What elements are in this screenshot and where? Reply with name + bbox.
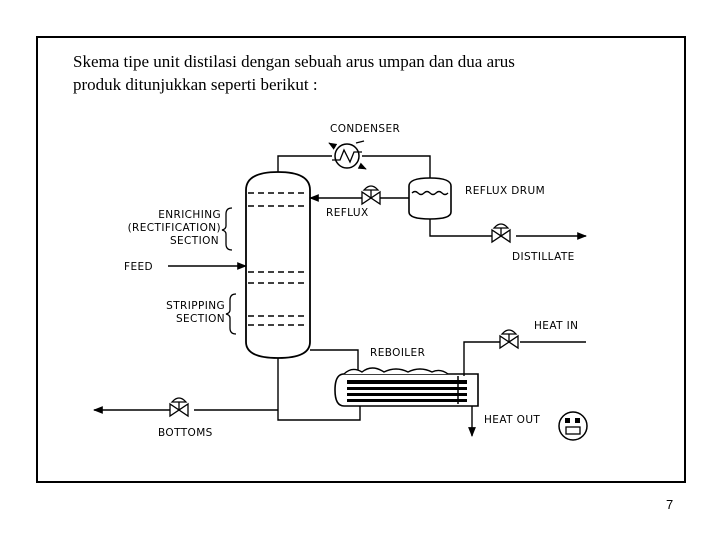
feed-label: FEED [124,261,153,273]
distillation-column [245,171,311,359]
page-number: 7 [666,497,674,512]
logo-emblem-icon [558,411,588,441]
distillate-line [429,219,587,240]
enriching-label-line-1: ENRICHING [158,209,221,221]
bottoms-valve-icon [169,397,189,418]
stripping-label-line-1: STRIPPING [166,300,225,312]
reflux-label: REFLUX [326,207,369,219]
slide-frame [36,36,686,483]
heat-in-label: HEAT IN [534,320,578,332]
reflux-valve-icon [361,185,381,206]
reboiler-icon [334,367,479,407]
condenser-label: CONDENSER [330,123,400,135]
stripping-label-line-2: SECTION [176,313,225,325]
overhead-vapor-line [277,155,431,180]
intro-line-2: produk ditunjukkan seperti berikut : [73,75,318,94]
heat-in-valve-icon [499,329,519,350]
condenser-icon [328,140,367,170]
enriching-label-line-2: (RECTIFICATION) [128,222,221,234]
reboiler-label: REBOILER [370,347,425,359]
heat-out-label: HEAT OUT [484,414,540,426]
intro-text: Skema tipe unit distilasi dengan sebuah … [73,50,638,96]
enriching-brace [221,207,233,251]
reflux-drum-label: REFLUX DRUM [465,185,545,197]
bottoms-label: BOTTOMS [158,427,213,439]
intro-line-1: Skema tipe unit distilasi dengan sebuah … [73,52,515,71]
distillate-valve-icon [491,223,511,244]
column-trays [248,192,308,326]
stripping-brace [225,293,237,335]
enriching-label-line-3: SECTION [170,235,219,247]
heat-in-line [463,341,586,376]
reflux-drum-icon [408,177,452,220]
bottoms-line [93,358,361,421]
distillate-label: DISTILLATE [512,251,575,263]
reboiler-vapor-return [310,349,359,372]
